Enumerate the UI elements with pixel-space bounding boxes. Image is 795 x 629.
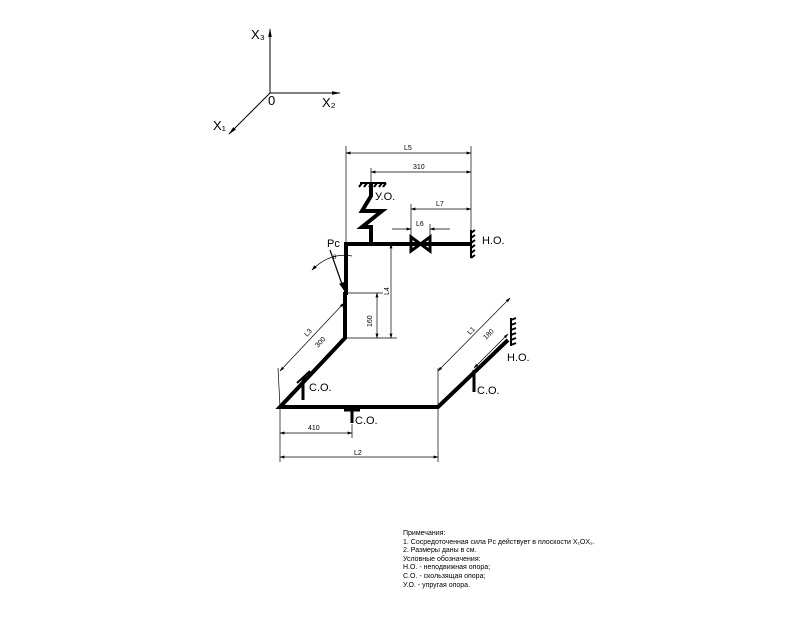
- force-label: Pᴄ: [327, 238, 340, 250]
- axis-origin-label: 0: [268, 93, 275, 108]
- dim-L6: L6: [416, 221, 424, 228]
- dim-L7: L7: [436, 201, 444, 208]
- fixed-support-lower-label: Н.О.: [507, 352, 530, 364]
- axis-x3-label: X₃: [251, 27, 265, 42]
- sliding-support-right-label: С.О.: [477, 385, 500, 397]
- sliding-support-bottom: [344, 407, 360, 423]
- dim-L4: L4: [384, 287, 391, 295]
- fixed-support-lower: [510, 317, 517, 346]
- legend-title: Условные обозначения:: [403, 555, 481, 563]
- valve-icon: [407, 234, 435, 254]
- sliding-support-left-label: С.О.: [309, 382, 332, 394]
- note-line: 1. Сосредоточенная сила Pᴄ действует в п…: [403, 538, 595, 546]
- note-line: 2. Размеры даны в см.: [403, 547, 477, 555]
- angle-label: θ: [333, 255, 337, 261]
- dimension-lines: [277, 146, 511, 462]
- coordinate-axes: X₃ X₂ X₁ 0: [213, 27, 341, 135]
- notes-title: Примечания:: [403, 530, 446, 537]
- dim-310: 310: [413, 164, 425, 171]
- elastic-support: [358, 182, 387, 188]
- legend-line: Н.О. - неподвижная опора;: [403, 564, 491, 572]
- fixed-support-upper: [470, 229, 476, 259]
- dim-300: 300: [314, 336, 327, 349]
- dim-L1: L1: [466, 326, 477, 337]
- legend-line: С.О. - скользящая опора;: [403, 572, 486, 580]
- dim-180: 180: [482, 328, 495, 341]
- dim-L3: L3: [303, 328, 314, 339]
- dim-L5: L5: [404, 145, 412, 152]
- elastic-support-label: У.О.: [375, 191, 395, 203]
- dim-160: 160: [367, 315, 374, 327]
- legend-line: У.О. - упругая опора.: [403, 581, 471, 589]
- dim-L2: L2: [354, 450, 362, 457]
- sliding-support-bottom-label: С.О.: [355, 415, 378, 427]
- force-arrow: [311, 249, 353, 291]
- axis-x2-label: X₂: [322, 95, 336, 110]
- notes-block: Примечания: 1. Сосредоточенная сила Pᴄ д…: [403, 530, 595, 590]
- fixed-support-upper-label: Н.О.: [482, 235, 505, 247]
- dim-410: 410: [308, 425, 320, 432]
- axis-x1-label: X₁: [213, 118, 227, 133]
